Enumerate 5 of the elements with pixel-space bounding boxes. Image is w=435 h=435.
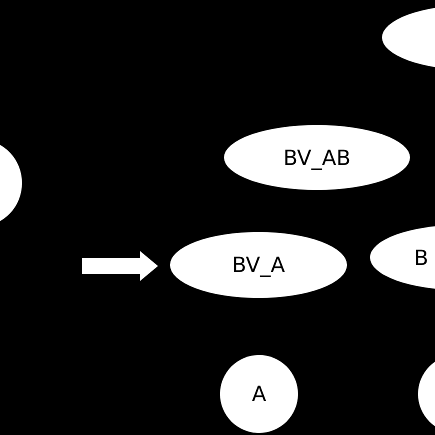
block-arrow — [82, 251, 158, 281]
node-label: B — [414, 246, 428, 270]
node-label: BV_AB — [283, 146, 351, 170]
node-label: BV_A — [232, 253, 285, 277]
node-label: A — [252, 382, 266, 406]
